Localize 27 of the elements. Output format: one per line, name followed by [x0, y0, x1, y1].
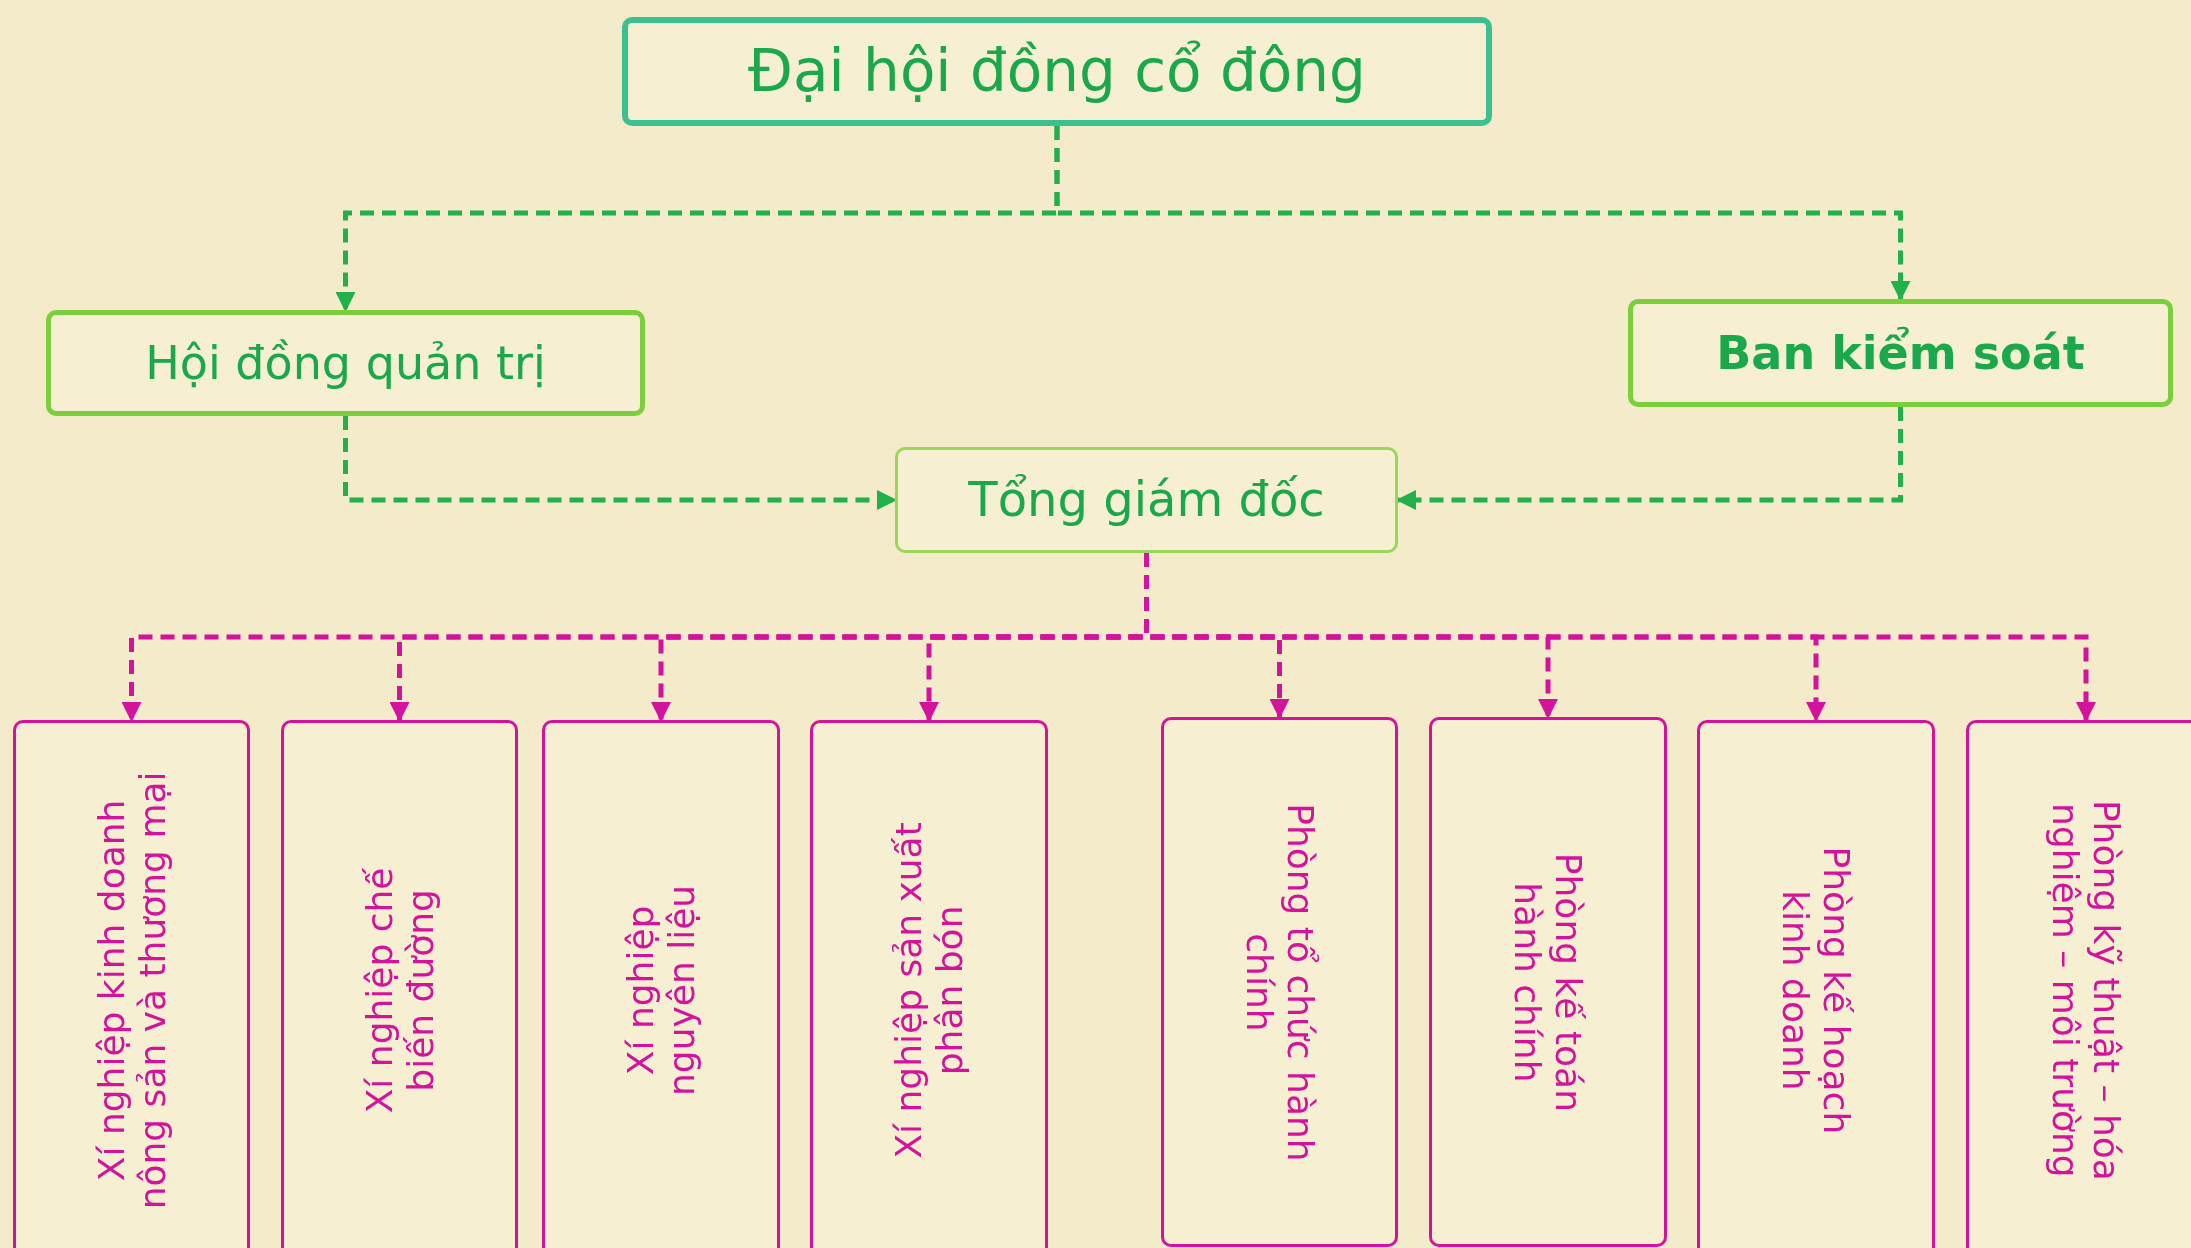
department-box: [1966, 720, 2191, 1248]
dashed-arrow: [1054, 126, 1911, 301]
unit-name: Phòng kế hoạch kinh doanh: [1774, 845, 1858, 1136]
unit-name: Xí nghiệp sản xuất phân bón: [887, 820, 971, 1160]
unit-name: Xí nghiệp chế biến đường: [358, 866, 441, 1115]
department-box: [542, 720, 780, 1248]
unit-name: Tổng giám đốc: [968, 472, 1325, 528]
unit-name: Ban kiểm soát: [1716, 326, 2085, 380]
unit-name: Hội đồng quản trị: [145, 336, 546, 390]
dashed-arrow: [1396, 407, 1903, 510]
unit-name: Đại hội đồng cổ đông: [748, 38, 1366, 105]
org-box: [1628, 299, 2173, 407]
unit-name: Phòng kỹ thuật – hóa nghiệm – môi trường: [2044, 798, 2128, 1183]
org-box: [622, 17, 1492, 126]
org-box: [895, 447, 1398, 553]
unit-name: Phòng tổ chức hành chính: [1238, 802, 1321, 1162]
unit-name: Xí nghiệp kinh doanh nông sản và thương mại: [90, 770, 173, 1211]
department-box: [1161, 717, 1398, 1247]
department-box: [810, 720, 1048, 1248]
unit-name: Phòng kế toán hành chính: [1506, 851, 1590, 1114]
dashed-arrow: [343, 416, 897, 510]
department-box: [1429, 717, 1667, 1247]
department-box: [13, 720, 250, 1248]
org-box: [46, 310, 645, 416]
unit-name: Xí nghiệp nguyên liệu: [619, 883, 703, 1098]
department-box: [1697, 720, 1935, 1248]
department-box: [281, 720, 518, 1248]
